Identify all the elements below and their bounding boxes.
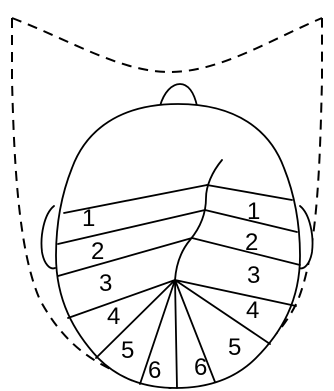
right-label-4: 4 bbox=[246, 297, 259, 324]
left-label-4: 4 bbox=[107, 303, 120, 330]
dashed-top-curve bbox=[12, 18, 322, 72]
left-ear bbox=[42, 206, 56, 268]
left-label-3: 3 bbox=[99, 270, 112, 297]
left-label-5: 5 bbox=[121, 337, 134, 364]
right-label-6: 6 bbox=[194, 354, 207, 381]
nose-outline bbox=[160, 84, 197, 106]
left-label-2: 2 bbox=[91, 238, 104, 265]
left-label-1: 1 bbox=[82, 205, 95, 232]
right-label-3: 3 bbox=[247, 262, 260, 289]
left-label-6: 6 bbox=[148, 357, 161, 384]
right-label-2: 2 bbox=[245, 229, 258, 256]
right-label-1: 1 bbox=[247, 198, 260, 225]
right-ear bbox=[299, 206, 313, 268]
right-label-5: 5 bbox=[228, 334, 241, 361]
